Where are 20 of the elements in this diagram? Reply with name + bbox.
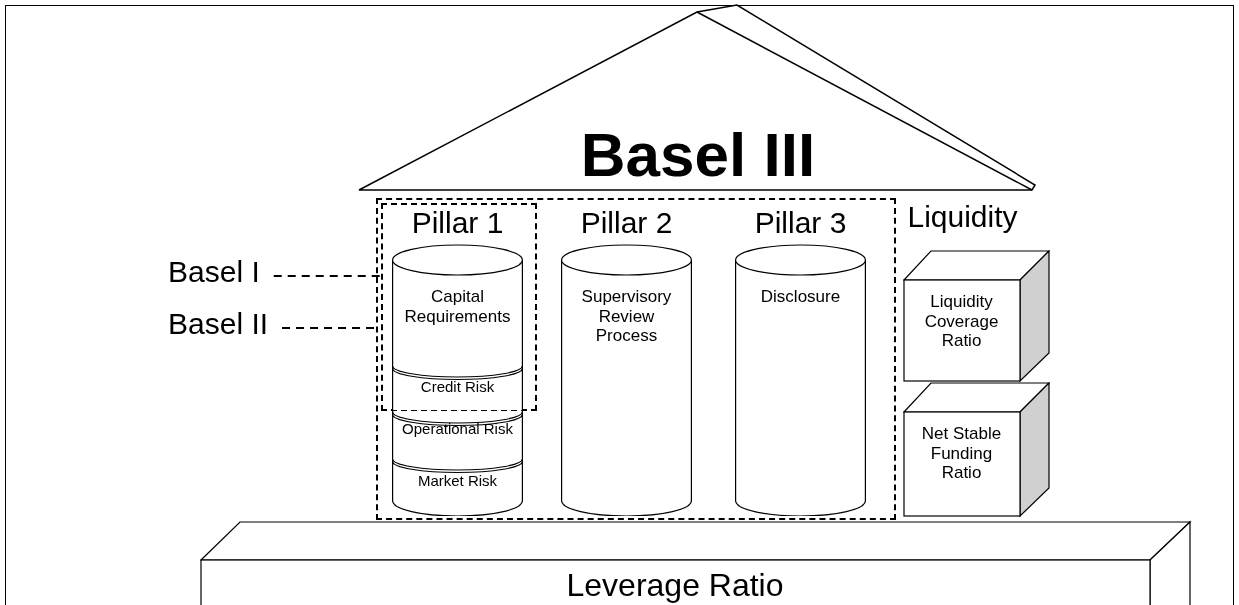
column-heading: Liquidity: [906, 200, 1019, 235]
base-text: Leverage Ratio: [565, 567, 785, 604]
block-text: Net Stable Funding Ratio: [920, 424, 1003, 483]
segment-label: Operational Risk: [402, 421, 513, 438]
side-label: Basel I: [168, 252, 260, 292]
block-text: Liquidity Coverage Ratio: [923, 292, 1000, 351]
pillar-text: Disclosure: [759, 287, 842, 307]
pillar-text: Supervisory Review Process: [580, 287, 673, 346]
pillar-heading: Pillar 2: [579, 206, 674, 241]
segment-label: Market Risk: [416, 473, 499, 490]
leader-line: [281, 327, 377, 329]
segment-label: Credit Risk: [419, 379, 496, 396]
side-label: Basel II: [168, 304, 269, 344]
pillar-heading: Pillar 1: [410, 206, 505, 241]
pillar-heading: Pillar 3: [753, 206, 848, 241]
dashed-frame: [381, 203, 537, 411]
dashed-frame: [376, 198, 896, 520]
leader-line: [272, 275, 382, 277]
pillar-text: Capital Requirements: [403, 287, 512, 327]
title-text: Basel III: [579, 119, 817, 191]
